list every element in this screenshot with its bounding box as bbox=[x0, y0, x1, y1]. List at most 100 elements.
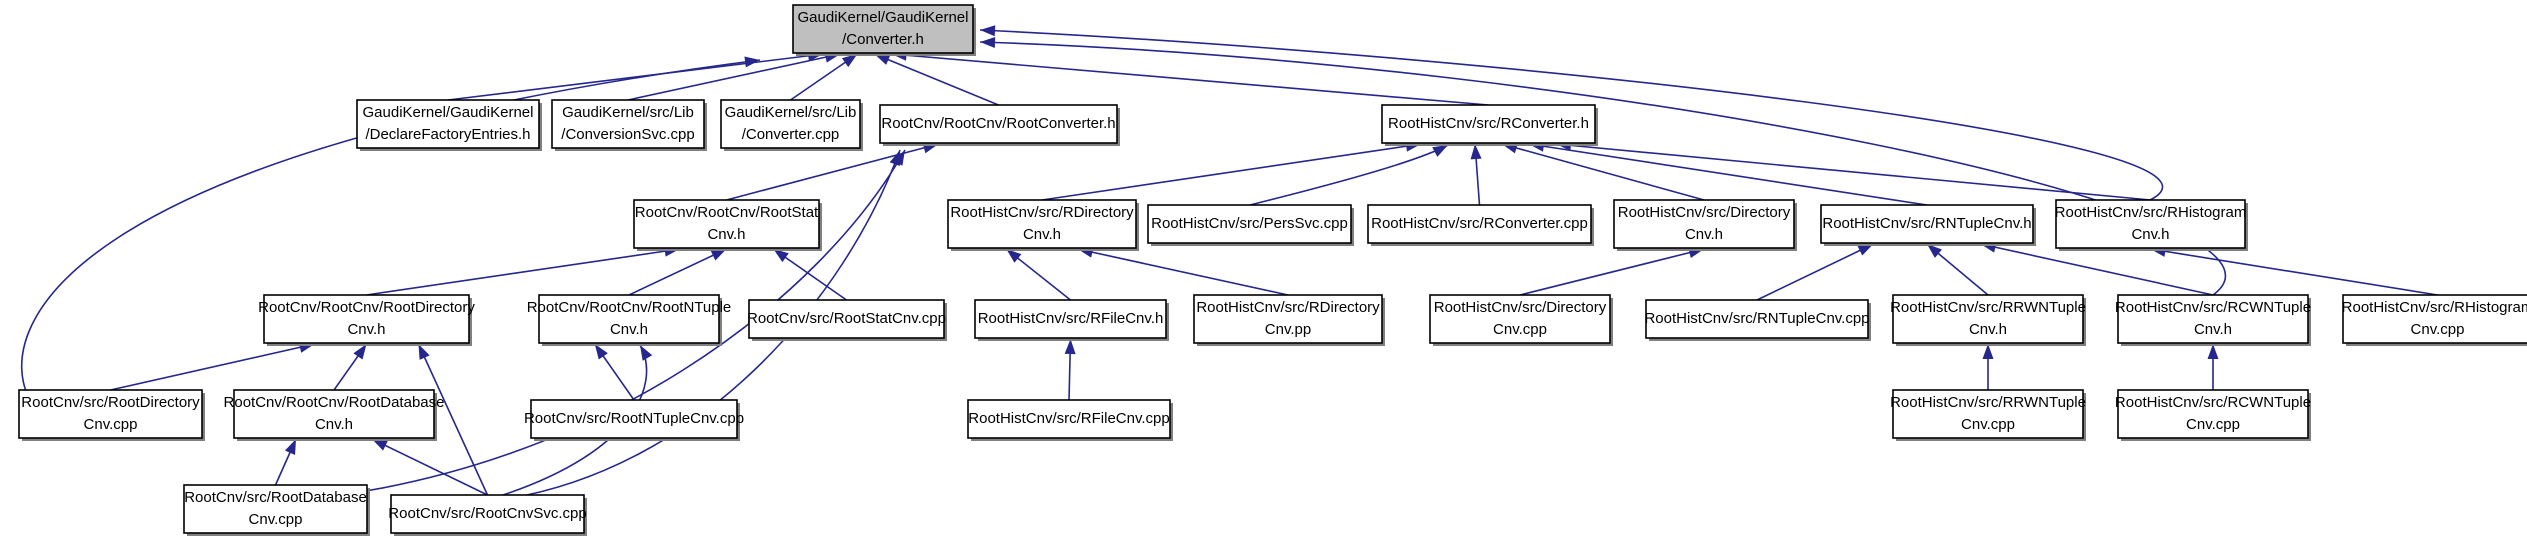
node-label-line1: RootHistCnv/src/RFileCnv.cpp bbox=[968, 410, 1169, 427]
graph-node-declarefactoryentries-h[interactable]: GaudiKernel/GaudiKernel/DeclareFactoryEn… bbox=[356, 99, 542, 151]
node-label-line2: Cnv.pp bbox=[1265, 321, 1311, 338]
node-rect[interactable] bbox=[1381, 104, 1596, 144]
node-rect[interactable] bbox=[1429, 294, 1611, 344]
node-label-line2: Cnv.cpp bbox=[84, 416, 138, 433]
node-label-line1: RootHistCnv/src/RHistogram bbox=[2342, 299, 2527, 316]
node-rect[interactable] bbox=[233, 389, 435, 439]
node-rect[interactable] bbox=[356, 99, 540, 149]
node-rect[interactable] bbox=[1613, 199, 1795, 249]
node-rect[interactable] bbox=[1645, 299, 1869, 339]
node-rect[interactable] bbox=[183, 484, 368, 534]
node-label-line1: RootCnv/src/RootDatabase bbox=[184, 489, 367, 506]
dependency-edge bbox=[1519, 247, 1705, 296]
node-label-line2: Cnv.cpp bbox=[2186, 416, 2240, 433]
graph-node-conversionsvc-cpp[interactable]: GaudiKernel/src/Lib/ConversionSvc.cpp bbox=[551, 99, 707, 151]
node-rect[interactable] bbox=[633, 199, 820, 249]
edge-layer bbox=[20, 25, 2438, 501]
node-rect[interactable] bbox=[530, 399, 738, 439]
node-rect[interactable] bbox=[538, 294, 720, 344]
node-rect[interactable] bbox=[748, 299, 945, 339]
node-rect[interactable] bbox=[1892, 294, 2084, 344]
graph-node-rootconverter-h[interactable]: RootCnv/RootCnv/RootConverter.h bbox=[879, 104, 1120, 146]
node-label-line1: RootHistCnv/src/RCWNTuple bbox=[2115, 299, 2311, 316]
dependency-edge bbox=[628, 248, 727, 296]
node-label-line2: Cnv.cpp bbox=[1961, 416, 2015, 433]
node-label-line2: Cnv.h bbox=[610, 321, 648, 338]
graph-node-rntuplecnv-h[interactable]: RootHistCnv/src/RNTupleCnv.h bbox=[1820, 204, 2036, 246]
node-rect[interactable] bbox=[2055, 199, 2246, 249]
node-rect[interactable] bbox=[967, 399, 1171, 439]
node-rect[interactable] bbox=[1193, 294, 1383, 344]
node-label-line2: Cnv.h bbox=[347, 321, 385, 338]
graph-node-converter-h[interactable]: GaudiKernel/GaudiKernel/Converter.h bbox=[792, 4, 976, 56]
graph-node-rootstatcnv-h[interactable]: RootCnv/RootCnv/RootStatCnv.h bbox=[633, 199, 822, 251]
dependency-edge bbox=[333, 343, 368, 391]
node-label-line2: Cnv.h bbox=[1969, 321, 2007, 338]
dependency-edge bbox=[1501, 142, 1705, 201]
dependency-edge bbox=[1756, 243, 1874, 301]
node-label-line2: /Converter.cpp bbox=[742, 126, 840, 143]
graph-node-rfilecnv-h[interactable]: RootHistCnv/src/RFileCnv.h bbox=[974, 299, 1169, 341]
dependency-edge bbox=[447, 50, 824, 101]
node-rect[interactable] bbox=[947, 199, 1137, 249]
graph-node-rntuplecnv-cpp[interactable]: RootHistCnv/src/RNTupleCnv.cpp bbox=[1644, 299, 1871, 341]
dependency-edge bbox=[1041, 140, 1422, 201]
node-rect[interactable] bbox=[879, 104, 1118, 144]
dependency-edge bbox=[790, 53, 858, 101]
node-label-line2: /Converter.h bbox=[842, 31, 924, 48]
graph-node-perssvc-cpp[interactable]: RootHistCnv/src/PersSvc.cpp bbox=[1147, 204, 1354, 246]
node-label-line2: Cnv.h bbox=[2194, 321, 2232, 338]
node-rect[interactable] bbox=[1820, 204, 2034, 244]
node-rect[interactable] bbox=[792, 4, 974, 54]
node-rect[interactable] bbox=[390, 494, 585, 534]
node-rect[interactable] bbox=[1892, 389, 2084, 439]
dependency-edge bbox=[627, 51, 841, 101]
node-rect[interactable] bbox=[18, 389, 203, 439]
node-label-line1: RootCnv/RootCnv/RootConverter.h bbox=[881, 115, 1115, 132]
node-label-line1: RootHistCnv/src/RConverter.h bbox=[1388, 115, 1589, 132]
node-rect[interactable] bbox=[263, 294, 470, 344]
dependency-edge bbox=[417, 343, 489, 496]
node-label-line2: /ConversionSvc.cpp bbox=[561, 126, 694, 143]
node-label-line1: RootHistCnv/src/RConverter.cpp bbox=[1371, 215, 1588, 232]
node-label-line1: RootCnv/src/RootDirectory bbox=[21, 394, 200, 411]
node-label-line1: RootHistCnv/src/Directory bbox=[1618, 204, 1791, 221]
graph-node-rconverter-cpp[interactable]: RootHistCnv/src/RConverter.cpp bbox=[1367, 204, 1594, 246]
node-rect[interactable] bbox=[974, 299, 1167, 339]
node-label-line1: RootCnv/RootCnv/RootDirectory bbox=[258, 299, 475, 316]
node-rect[interactable] bbox=[2117, 389, 2309, 439]
node-rect[interactable] bbox=[1367, 204, 1592, 244]
node-label-line1: RootHistCnv/src/RDirectory bbox=[1196, 299, 1380, 316]
node-rect[interactable] bbox=[1147, 204, 1352, 244]
dependency-edge bbox=[1064, 338, 1076, 401]
dependency-edge bbox=[1926, 243, 1989, 296]
dependency-edge bbox=[2150, 245, 2438, 296]
node-rect[interactable] bbox=[2342, 294, 2527, 344]
graph-node-rootcnvsvc-cpp[interactable]: RootCnv/src/RootCnvSvc.cpp bbox=[388, 494, 587, 536]
node-rect[interactable] bbox=[551, 99, 705, 149]
graph-node-rootntuplecnv-h[interactable]: RootCnv/RootCnv/RootNTupleCnv.h bbox=[527, 294, 732, 346]
graph-node-rfilecnv-cpp[interactable]: RootHistCnv/src/RFileCnv.cpp bbox=[967, 399, 1173, 441]
graph-node-rconverter-h[interactable]: RootHistCnv/src/RConverter.h bbox=[1381, 104, 1598, 146]
graph-node-rootntuplecnv-cpp[interactable]: RootCnv/src/RootNTupleCnv.cpp bbox=[524, 399, 744, 441]
graph-node-rootstatcnv-cpp[interactable]: RootCnv/src/RootStatCnv.cpp bbox=[747, 299, 947, 341]
node-rect[interactable] bbox=[720, 99, 861, 149]
graph-node-converter-cpp[interactable]: GaudiKernel/src/Lib/Converter.cpp bbox=[720, 99, 863, 151]
node-label-line1: RootHistCnv/src/RCWNTuple bbox=[2115, 394, 2311, 411]
node-rect[interactable] bbox=[2117, 294, 2309, 344]
